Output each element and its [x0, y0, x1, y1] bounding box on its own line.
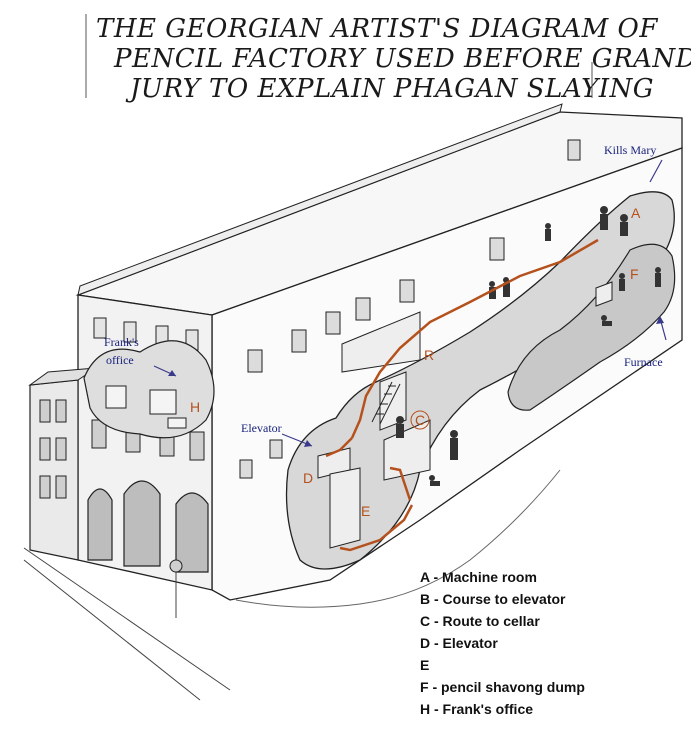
- staircase: [371, 381, 401, 425]
- letter-c: C: [415, 412, 425, 428]
- headline-line-1: THE GEORGIAN ARTIST'S DIAGRAM OF: [96, 14, 658, 44]
- ground-edge: [235, 469, 561, 608]
- legend-item-d: D - Elevator: [420, 635, 498, 651]
- furnace-arrowhead: [656, 316, 664, 324]
- franks-office-arrowhead: [168, 370, 176, 376]
- route-e: [339, 504, 414, 552]
- letter-r: R: [424, 347, 434, 363]
- headline-line-2: PENCIL FACTORY USED BEFORE GRAND: [114, 44, 691, 74]
- legend-item-b: B - Course to elevator: [420, 591, 566, 607]
- letter-f: F: [630, 266, 639, 282]
- letter-h: H: [190, 399, 200, 415]
- legend: A - Machine room B - Course to elevator …: [420, 566, 585, 720]
- side-wall-windows: [239, 139, 581, 479]
- headline-line-3: JURY TO EXPLAIN PHAGAN SLAYING: [130, 74, 655, 104]
- label-franks-office-line-2: office: [106, 353, 134, 367]
- label-franks-office-line-1: Frank's: [104, 335, 139, 349]
- letter-d: D: [303, 470, 313, 486]
- letter-a: A: [631, 205, 641, 221]
- letter-e: E: [361, 503, 370, 519]
- franks-office-cutaway: [83, 340, 215, 439]
- legend-item-a: A - Machine room: [420, 569, 537, 585]
- figures: [396, 206, 661, 486]
- route-c: [325, 437, 353, 458]
- route-e-upper: [389, 466, 412, 501]
- corner-building: [29, 379, 79, 561]
- route-lines: [325, 238, 599, 552]
- legend-item-h: H - Frank's office: [420, 701, 534, 717]
- headline: THE GEORGIAN ARTIST'S DIAGRAM OF PENCIL …: [86, 8, 691, 104]
- roof-parapet: [77, 103, 563, 296]
- legend-item-e: E: [420, 657, 430, 673]
- legend-item-c: C - Route to cellar: [420, 613, 540, 629]
- label-kills-mary: Kills Mary: [604, 143, 656, 157]
- furnace-cutaway: [507, 243, 676, 411]
- label-furnace: Furnace: [624, 355, 663, 369]
- facade-arches: [87, 480, 209, 573]
- franks-office-furniture: [105, 385, 187, 429]
- label-elevator: Elevator: [241, 421, 282, 435]
- kills-mary-pointer: [649, 159, 663, 183]
- street-lamp: [169, 559, 183, 573]
- elevator-arrowhead: [304, 440, 312, 447]
- route-r: [350, 238, 599, 439]
- legend-item-f: F - pencil shavong dump: [420, 679, 585, 695]
- letter-c-ring: [410, 410, 430, 430]
